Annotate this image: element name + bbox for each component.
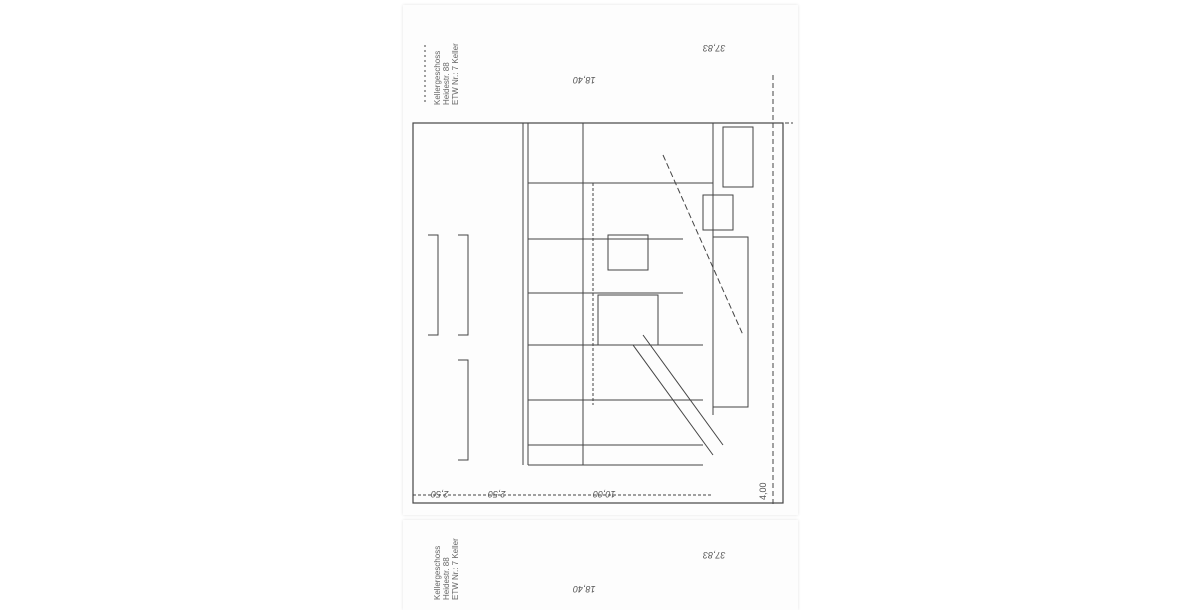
document-page-2: Kellergeschoss Heidestr. 88 ETW Nr.: 7 K… bbox=[403, 520, 798, 610]
dimension-label: 2,50 bbox=[431, 489, 449, 499]
floor-plan-drawing bbox=[412, 45, 793, 505]
dimension-label: 37,83 bbox=[703, 550, 726, 560]
title-line: ETW Nr.: 7 Keller bbox=[451, 43, 460, 105]
dimension-label: 4,00 bbox=[758, 482, 768, 500]
document-page-1: Kellergeschoss Heidestr. 88 ETW Nr.: 7 K… bbox=[403, 5, 798, 515]
dimension-label: 18,40 bbox=[573, 75, 596, 85]
dimension-label: 37,83 bbox=[703, 43, 726, 53]
dimension-label: 10,00 bbox=[593, 489, 616, 499]
title-block: Kellergeschoss Heidestr. 88 ETW Nr.: 7 K… bbox=[433, 538, 460, 600]
dimension-label: 2,50 bbox=[488, 489, 506, 499]
title-line: ETW Nr.: 7 Keller bbox=[451, 538, 460, 600]
title-line: Kellergeschoss bbox=[433, 545, 442, 600]
title-block: Kellergeschoss Heidestr. 88 ETW Nr.: 7 K… bbox=[433, 43, 460, 105]
title-line: Kellergeschoss bbox=[433, 50, 442, 105]
title-line: Heidestr. 88 bbox=[442, 557, 451, 600]
dimension-label: 18,40 bbox=[573, 584, 596, 594]
title-line: Heidestr. 88 bbox=[442, 62, 451, 105]
